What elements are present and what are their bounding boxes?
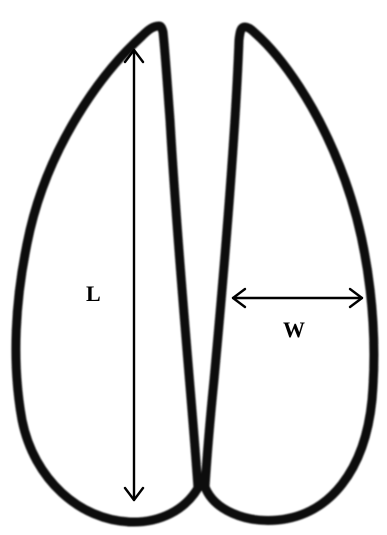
length-label: L [86, 281, 101, 306]
width-label: W [283, 317, 305, 342]
right-lobe-outline [200, 22, 379, 525]
left-lobe-outline [11, 21, 203, 527]
width-arrow [231, 287, 364, 309]
length-arrow [123, 48, 145, 502]
